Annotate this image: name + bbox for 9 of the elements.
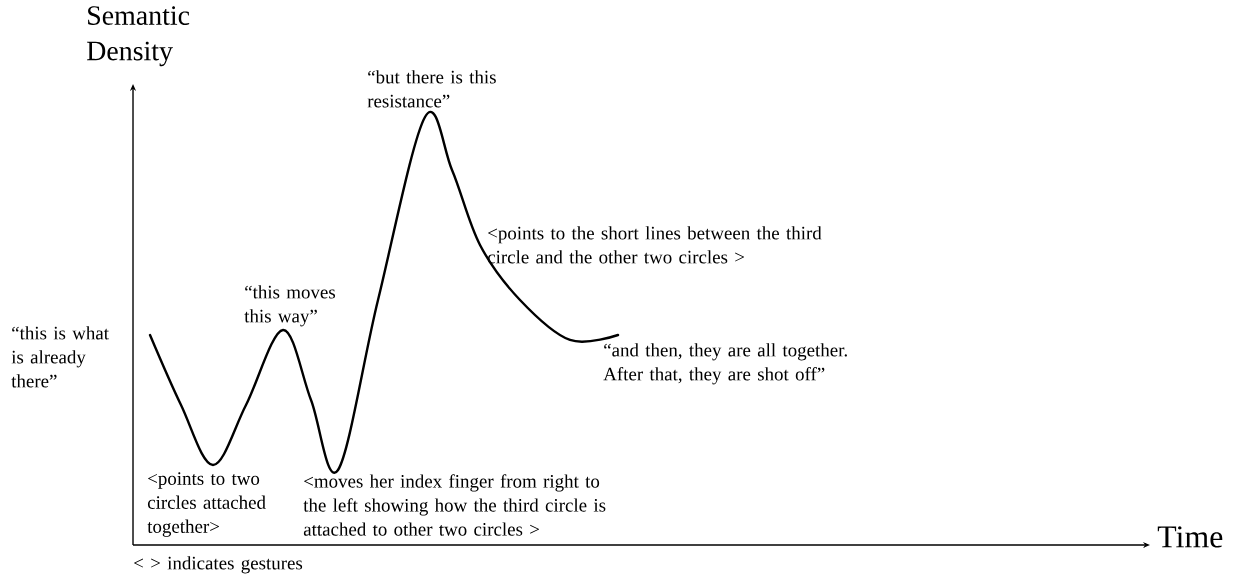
legend-note: < > indicates gestures	[134, 556, 303, 574]
quote-text: “this is what is already there”	[11, 326, 109, 388]
gesture-note: <moves her index finger from right to the left showing how the third circle is attached to other two circles >	[303, 474, 606, 536]
axis-title: Time	[1157, 526, 1223, 548]
quote-text: “this moves this way”	[244, 285, 335, 327]
gesture-note: <points to two circles attached together>	[147, 472, 266, 537]
quote-text: “and then, they are all together. After that, they are shot off”	[603, 343, 847, 385]
axis-title: Semantic Density	[87, 6, 190, 67]
quote-text: “but there is this resistance”	[367, 70, 496, 108]
